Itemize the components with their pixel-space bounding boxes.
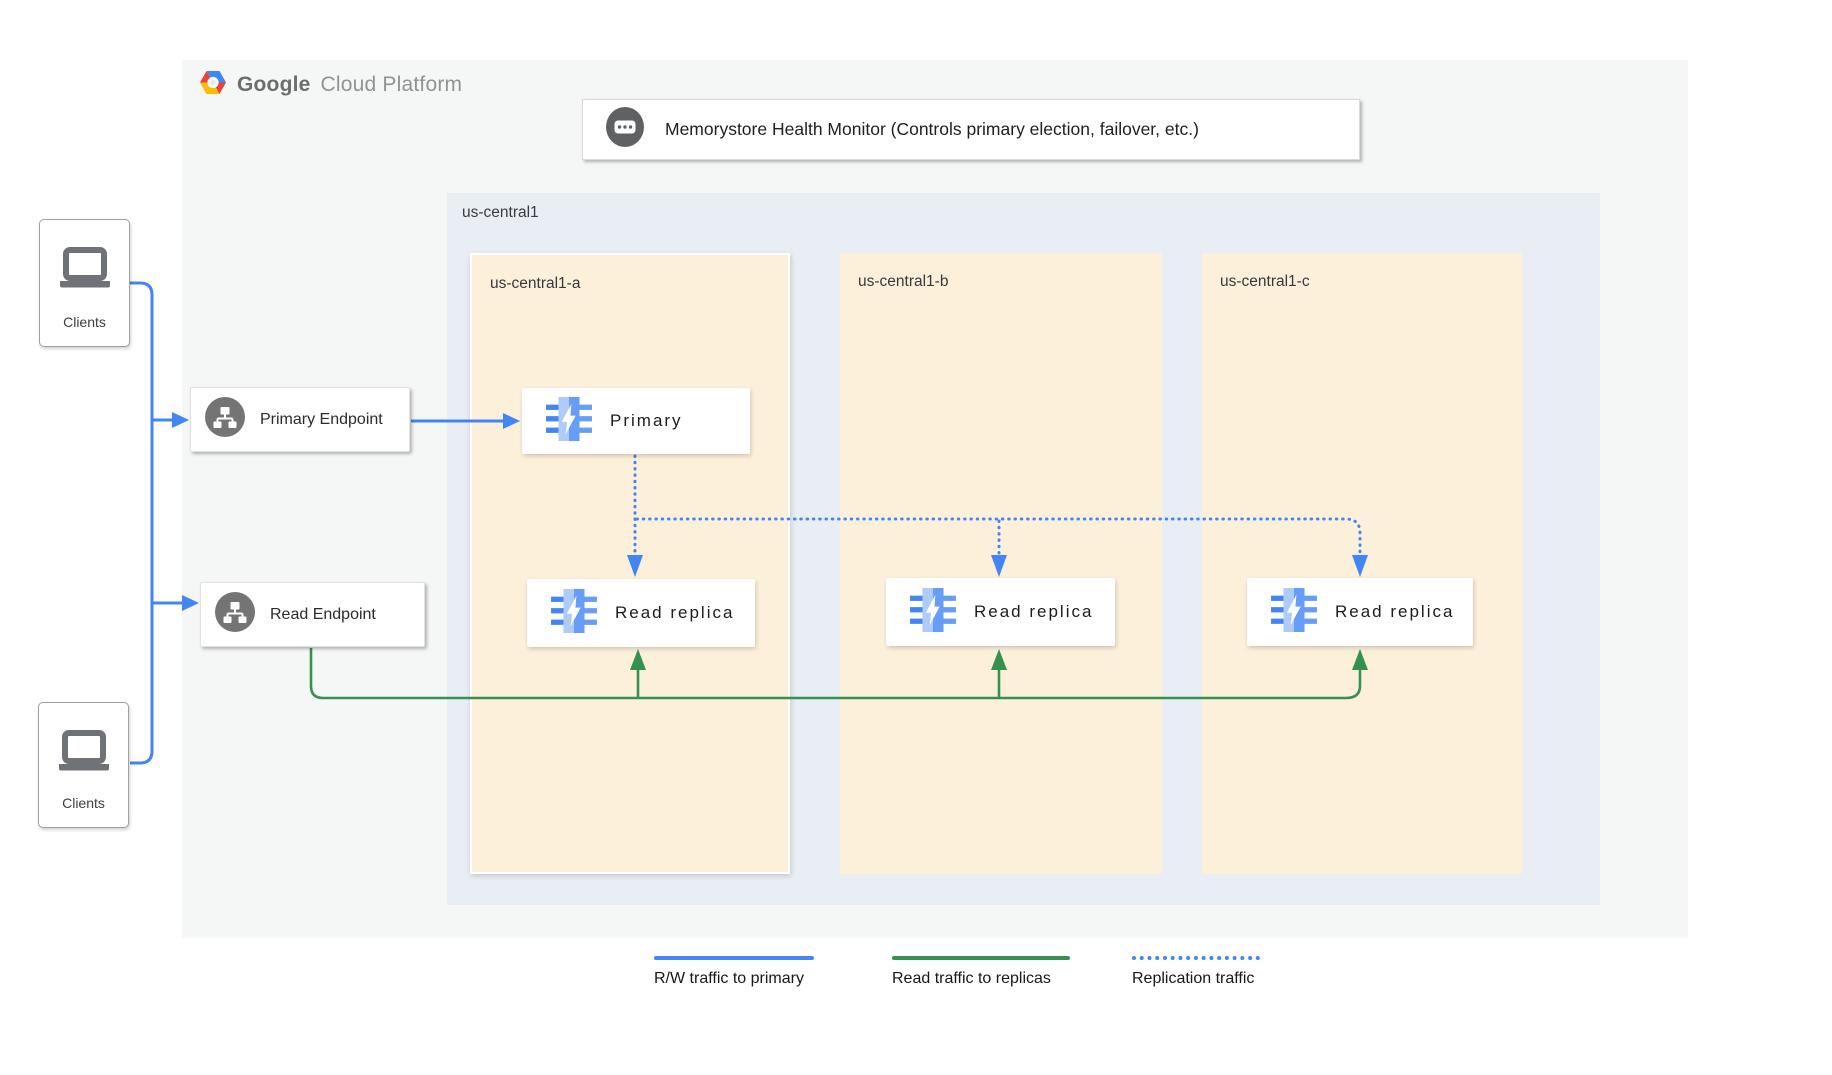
primary-node-label: Primary (610, 411, 683, 430)
health-monitor-box: Memorystore Health Monitor (Controls pri… (582, 99, 1360, 160)
zone-label: us-central1-c (1220, 273, 1310, 290)
memorystore-icon (910, 587, 956, 637)
gcp-hexagon-icon (199, 70, 227, 100)
clients-label: Clients (62, 795, 105, 811)
legend-item-rw-traffic: R/W traffic to primary (654, 956, 814, 988)
legend-line-solid-green (892, 956, 1070, 960)
memorystore-icon (551, 588, 597, 638)
brand-text-cloud-platform: Cloud Platform (320, 73, 463, 96)
clients-box-top: Clients (39, 219, 130, 347)
network-endpoint-icon (205, 397, 245, 442)
memorystore-icon (1271, 587, 1317, 637)
read-replica-box-c: Read replica (1247, 578, 1473, 646)
legend-item-read-traffic: Read traffic to replicas (892, 956, 1070, 988)
read-replica-box-b: Read replica (886, 578, 1115, 646)
brand-text-google: Google (237, 73, 311, 96)
clients-label: Clients (63, 314, 106, 330)
memorystore-icon (546, 396, 592, 446)
primary-endpoint-label: Primary Endpoint (260, 410, 383, 428)
legend-item-replication-traffic: Replication traffic (1132, 956, 1260, 988)
health-monitor-label: Memorystore Health Monitor (Controls pri… (665, 119, 1199, 139)
read-replica-label: Read replica (974, 602, 1094, 621)
laptop-icon (55, 729, 113, 780)
region-label: us-central1 (462, 204, 539, 221)
chat-dots-icon (605, 107, 645, 152)
zone-label: us-central1-b (858, 273, 949, 290)
primary-node-box: Primary (522, 388, 750, 454)
read-replica-label: Read replica (615, 603, 735, 622)
legend-line-dotted-blue (1132, 956, 1260, 960)
primary-endpoint-box: Primary Endpoint (190, 387, 410, 452)
network-endpoint-icon (215, 592, 255, 637)
zone-us-central1-b: us-central1-b (840, 253, 1162, 874)
legend-label: R/W traffic to primary (654, 970, 804, 987)
clients-box-bottom: Clients (38, 702, 129, 828)
gcp-brand: Google Cloud Platform (199, 68, 462, 102)
read-replica-label: Read replica (1335, 602, 1455, 621)
laptop-icon (56, 246, 114, 297)
legend-label: Replication traffic (1132, 970, 1255, 987)
zone-label: us-central1-a (490, 275, 581, 292)
zone-us-central1-c: us-central1-c (1202, 253, 1522, 874)
zone-us-central1-a: us-central1-a (470, 253, 790, 874)
read-endpoint-label: Read Endpoint (270, 605, 376, 623)
legend-line-solid-blue (654, 956, 814, 960)
read-endpoint-box: Read Endpoint (200, 582, 425, 647)
legend-label: Read traffic to replicas (892, 970, 1051, 987)
read-replica-box-a: Read replica (527, 579, 755, 647)
